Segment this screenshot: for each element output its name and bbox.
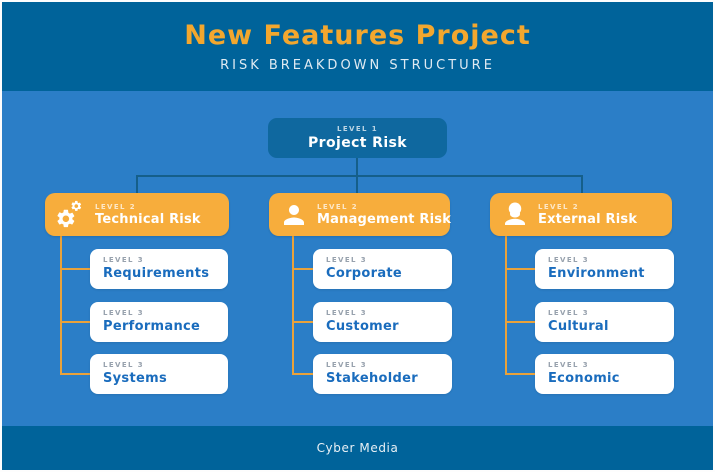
connector-line [60,373,90,375]
footer-brand: Cyber Media [316,441,399,455]
connector-line [292,235,294,375]
connector-line [60,235,62,375]
node-project-risk: LEVEL 1 Project Risk [268,118,447,158]
connector-line [505,373,535,375]
node-title: External Risk [538,211,638,227]
connector-line [136,175,583,177]
node-title: Requirements [103,266,210,281]
header-band: New Features Project RISK BREAKDOWN STRU… [2,2,713,91]
person-icon [279,200,309,230]
connector-line [60,268,90,270]
connector-line [292,373,313,375]
level-label: LEVEL 3 [103,361,145,369]
node-title: Systems [103,371,167,386]
node-title: Performance [103,319,201,334]
connector-line [292,268,313,270]
node-title: Stakeholder [326,371,418,386]
level-label: LEVEL 3 [326,256,368,264]
node-title: Corporate [326,266,403,281]
node-title: Project Risk [308,135,407,151]
node-customer: LEVEL 3 Customer [313,302,452,342]
node-technical-risk: LEVEL 2 Technical Risk [45,193,229,236]
node-title: Technical Risk [95,211,201,227]
connector-line [581,175,583,194]
connector-line [505,235,507,375]
node-external-risk: LEVEL 2 External Risk [490,193,672,236]
connector-line [356,175,358,194]
level-label: LEVEL 3 [326,361,368,369]
node-title: Environment [548,266,645,281]
level-label: LEVEL 1 [336,125,378,133]
node-title: Management Risk [317,211,452,227]
connector-line [292,321,313,323]
connector-line [136,175,138,194]
page-subtitle: RISK BREAKDOWN STRUCTURE [220,58,495,73]
node-performance: LEVEL 3 Performance [90,302,228,342]
node-systems: LEVEL 3 Systems [90,354,228,394]
node-title: Customer [326,319,399,334]
level-label: LEVEL 3 [548,256,590,264]
level-label: LEVEL 3 [103,256,145,264]
node-title: Cultural [548,319,609,334]
node-requirements: LEVEL 3 Requirements [90,249,228,289]
level-label: LEVEL 3 [103,309,145,317]
node-stakeholder: LEVEL 3 Stakeholder [313,354,452,394]
node-cultural: LEVEL 3 Cultural [535,302,674,342]
level-label: LEVEL 2 [317,202,359,211]
gears-icon [55,199,87,231]
node-title: Economic [548,371,620,386]
person-icon [500,200,530,230]
level-label: LEVEL 2 [95,202,137,211]
connector-line [356,158,358,176]
node-economic: LEVEL 3 Economic [535,354,674,394]
connector-line [60,321,90,323]
level-label: LEVEL 2 [538,202,580,211]
level-label: LEVEL 3 [326,309,368,317]
level-label: LEVEL 3 [548,309,590,317]
node-management-risk: LEVEL 2 Management Risk [269,193,452,236]
page-title: New Features Project [184,20,531,51]
footer-band: Cyber Media [2,426,713,470]
node-environment: LEVEL 3 Environment [535,249,674,289]
connector-line [505,321,535,323]
connector-line [505,268,535,270]
node-corporate: LEVEL 3 Corporate [313,249,452,289]
level-label: LEVEL 3 [548,361,590,369]
